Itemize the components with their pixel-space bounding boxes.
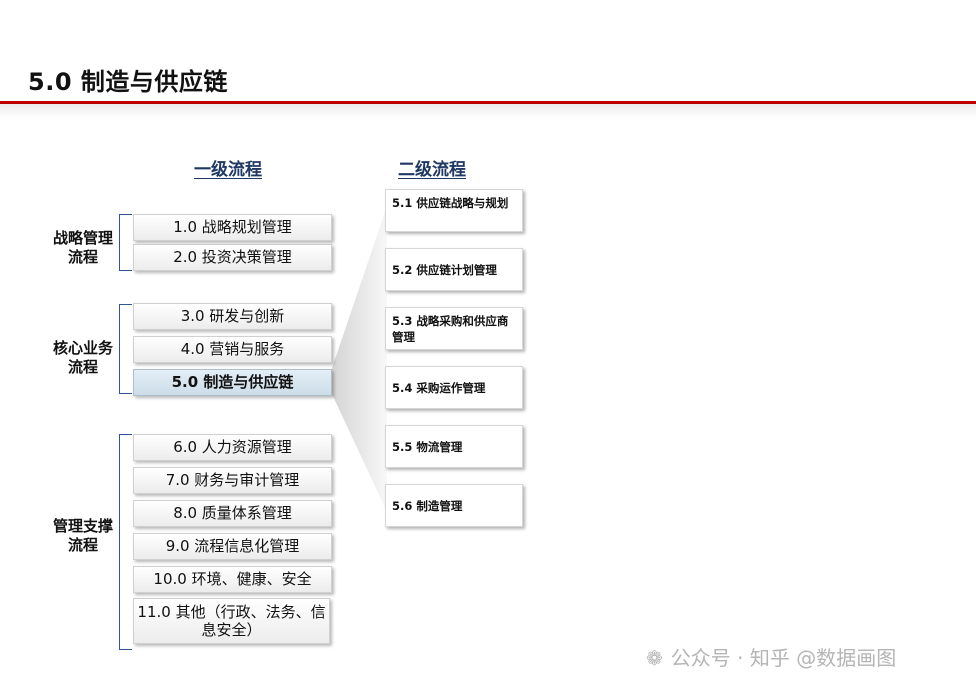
l1-item-others[interactable]: 11.0 其他（行政、法务、信息安全） — [133, 598, 330, 644]
group-label-line: 流程 — [67, 536, 98, 554]
l1-item-rnd[interactable]: 3.0 研发与创新 — [133, 303, 332, 330]
l2-item-supply-chain-planning[interactable]: 5.2 供应链计划管理 — [385, 248, 523, 291]
l2-item-manufacturing[interactable]: 5.6 制造管理 — [385, 484, 523, 527]
l2-item-procurement-ops[interactable]: 5.4 采购运作管理 — [385, 366, 523, 409]
l2-item-logistics[interactable]: 5.5 物流管理 — [385, 425, 523, 468]
level2-header: 二级流程 — [398, 160, 466, 180]
watermark-text: 公众号 · 知乎 @数据画图 — [670, 646, 897, 670]
l1-item-investment-decision[interactable]: 2.0 投资决策管理 — [133, 244, 332, 271]
l1-item-ehs[interactable]: 10.0 环境、健康、安全 — [133, 566, 332, 593]
title-shadow — [0, 104, 976, 118]
group-bracket-core — [119, 304, 132, 394]
l1-item-manufacturing-supply-chain[interactable]: 5.0 制造与供应链 — [133, 369, 332, 396]
page-title: 5.0 制造与供应链 — [28, 68, 228, 96]
l1-item-quality[interactable]: 8.0 质量体系管理 — [133, 500, 332, 527]
group-label-core: 核心业务 流程 — [48, 339, 118, 377]
l1-item-process-it[interactable]: 9.0 流程信息化管理 — [133, 533, 332, 560]
group-bracket-strategy — [119, 214, 132, 271]
group-label-support: 管理支撑 流程 — [48, 517, 118, 555]
wechat-icon: ❁ — [646, 646, 663, 670]
group-label-line: 流程 — [67, 358, 98, 376]
group-bracket-support — [119, 434, 132, 650]
l1-item-strategy-planning[interactable]: 1.0 战略规划管理 — [133, 214, 332, 241]
group-label-line: 流程 — [67, 248, 98, 266]
group-label-strategy: 战略管理 流程 — [48, 229, 118, 267]
l1-item-finance-audit[interactable]: 7.0 财务与审计管理 — [133, 467, 332, 494]
watermark: ❁ 公众号 · 知乎 @数据画图 — [646, 642, 896, 671]
l1-item-hr[interactable]: 6.0 人力资源管理 — [133, 434, 332, 461]
l2-item-strategic-sourcing[interactable]: 5.3 战略采购和供应商管理 — [385, 307, 523, 350]
group-label-line: 战略管理 — [52, 229, 113, 247]
group-label-line: 管理支撑 — [52, 517, 113, 535]
l1-item-marketing-service[interactable]: 4.0 营销与服务 — [133, 336, 332, 363]
l2-item-supply-chain-strategy[interactable]: 5.1 供应链战略与规划 — [385, 189, 523, 232]
title-rule — [0, 101, 976, 104]
group-label-line: 核心业务 — [52, 339, 113, 357]
level1-header: 一级流程 — [194, 160, 262, 180]
